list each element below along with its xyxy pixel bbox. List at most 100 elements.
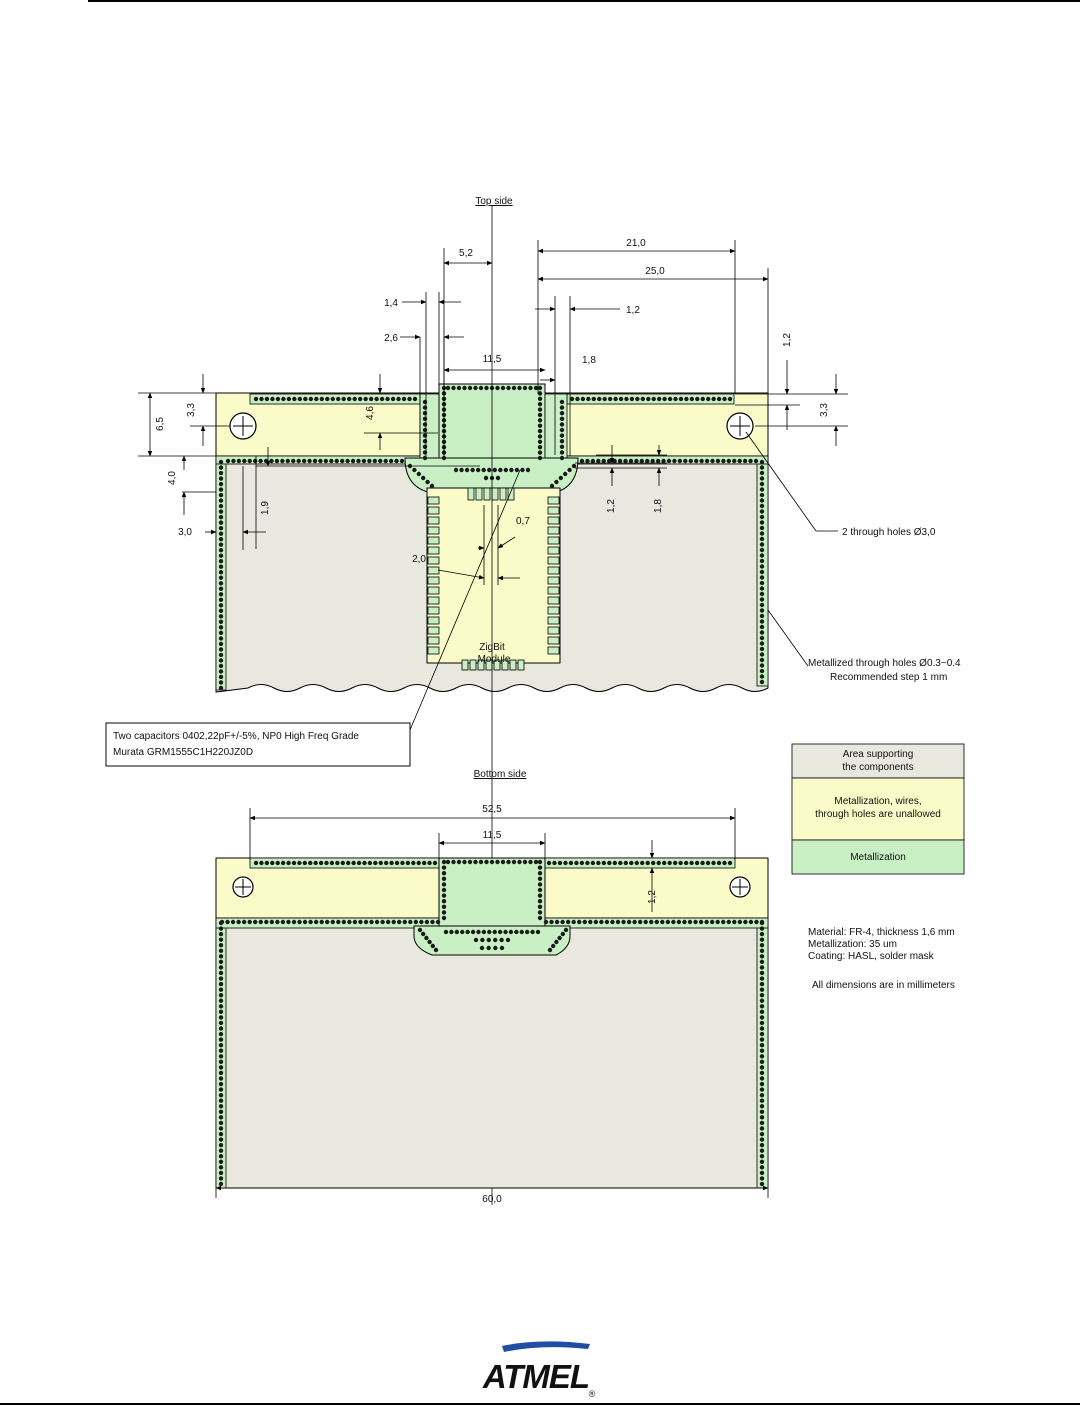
footer-rule — [0, 1403, 1080, 1405]
via-hole — [759, 520, 765, 525]
capacitor-note-2: Murata GRM1555C1H220JZ0D — [113, 747, 253, 758]
via-hole — [547, 947, 553, 953]
via-hole — [218, 658, 224, 663]
via-hole — [297, 396, 303, 402]
via-hole — [218, 564, 224, 569]
via-hole — [537, 423, 543, 428]
via-hole — [759, 591, 765, 597]
via-hole — [218, 1081, 224, 1087]
via-hole — [537, 407, 543, 412]
via-hole — [218, 976, 224, 981]
dim-5-2: 5,2 — [459, 248, 473, 259]
via-hole — [759, 1059, 765, 1065]
via-hole — [759, 635, 765, 641]
via-hole — [615, 919, 621, 925]
module-pad — [427, 506, 440, 515]
via-hole — [467, 385, 473, 391]
via-hole — [291, 919, 297, 925]
via-hole — [535, 929, 541, 935]
via-hole — [218, 1165, 224, 1170]
via-hole — [759, 926, 765, 931]
module-label-2: Module — [478, 654, 511, 665]
via-hole — [258, 919, 263, 925]
via-hole — [413, 919, 419, 925]
via-hole — [759, 476, 765, 481]
via-hole — [478, 385, 484, 391]
dim-2-0: 2,0 — [412, 554, 426, 565]
via-hole — [537, 391, 543, 396]
via-hole — [759, 652, 765, 657]
via-hole — [218, 1170, 224, 1176]
via-hole — [662, 396, 667, 402]
module-pad — [477, 659, 485, 671]
via-hole — [378, 458, 383, 464]
via-hole — [721, 919, 726, 925]
via-hole — [693, 919, 698, 925]
via-hole — [618, 860, 623, 866]
via-hole — [291, 860, 297, 866]
via-hole — [329, 458, 334, 464]
via-hole — [601, 458, 606, 464]
via-hole — [759, 586, 765, 591]
via-hole — [678, 860, 683, 866]
via-hole — [218, 575, 224, 580]
via-hole — [748, 458, 753, 464]
via-hole — [352, 396, 357, 402]
via-hole — [537, 899, 543, 904]
module-pad — [547, 566, 560, 575]
via-hole — [218, 476, 224, 481]
via-hole — [481, 467, 486, 473]
module-pad — [493, 659, 501, 671]
via-hole — [319, 919, 324, 925]
via-hole — [422, 444, 428, 449]
via-hole — [722, 396, 727, 402]
legend-support-2: the components — [842, 762, 913, 773]
via-hole — [374, 919, 380, 925]
via-hole — [533, 859, 539, 865]
via-hole — [241, 919, 247, 925]
via-hole — [218, 987, 224, 992]
via-hole — [759, 1126, 765, 1131]
dim-60: 60,0 — [482, 1194, 502, 1205]
via-hole — [383, 860, 389, 866]
via-hole — [610, 919, 615, 925]
via-hole — [301, 458, 307, 464]
via-hole — [759, 1054, 765, 1059]
via-hole — [499, 945, 505, 951]
via-hole — [503, 467, 509, 473]
via-hole — [667, 860, 672, 866]
via-hole — [394, 458, 399, 464]
via-hole — [356, 458, 361, 464]
via-hole — [218, 1020, 224, 1026]
via-hole — [528, 385, 533, 391]
via-hole — [759, 1081, 765, 1087]
via-hole — [218, 1065, 224, 1070]
via-hole — [599, 919, 604, 925]
via-hole — [699, 458, 704, 464]
via-hole — [274, 458, 280, 464]
via-hole — [286, 396, 292, 402]
via-hole — [397, 919, 402, 925]
dim-3-3-right: 3,3 — [819, 403, 830, 417]
via-hole — [231, 458, 236, 464]
via-hole — [383, 458, 388, 464]
via-hole — [558, 475, 563, 481]
via-hole — [759, 509, 765, 514]
via-hole — [519, 929, 524, 935]
via-hole — [218, 592, 224, 597]
dim-21: 21,0 — [626, 238, 646, 249]
via-hole — [716, 396, 722, 402]
via-hole — [759, 959, 765, 965]
via-hole — [481, 929, 487, 935]
via-hole — [634, 860, 639, 866]
via-hole — [218, 608, 224, 614]
via-hole — [524, 929, 530, 935]
via-hole — [522, 385, 528, 391]
via-hole — [759, 1087, 765, 1092]
module-pad — [547, 556, 560, 565]
via-hole — [585, 860, 590, 866]
via-hole — [218, 520, 224, 525]
via-hole — [218, 1126, 224, 1131]
via-hole — [218, 1009, 224, 1015]
via-hole — [218, 1159, 224, 1164]
